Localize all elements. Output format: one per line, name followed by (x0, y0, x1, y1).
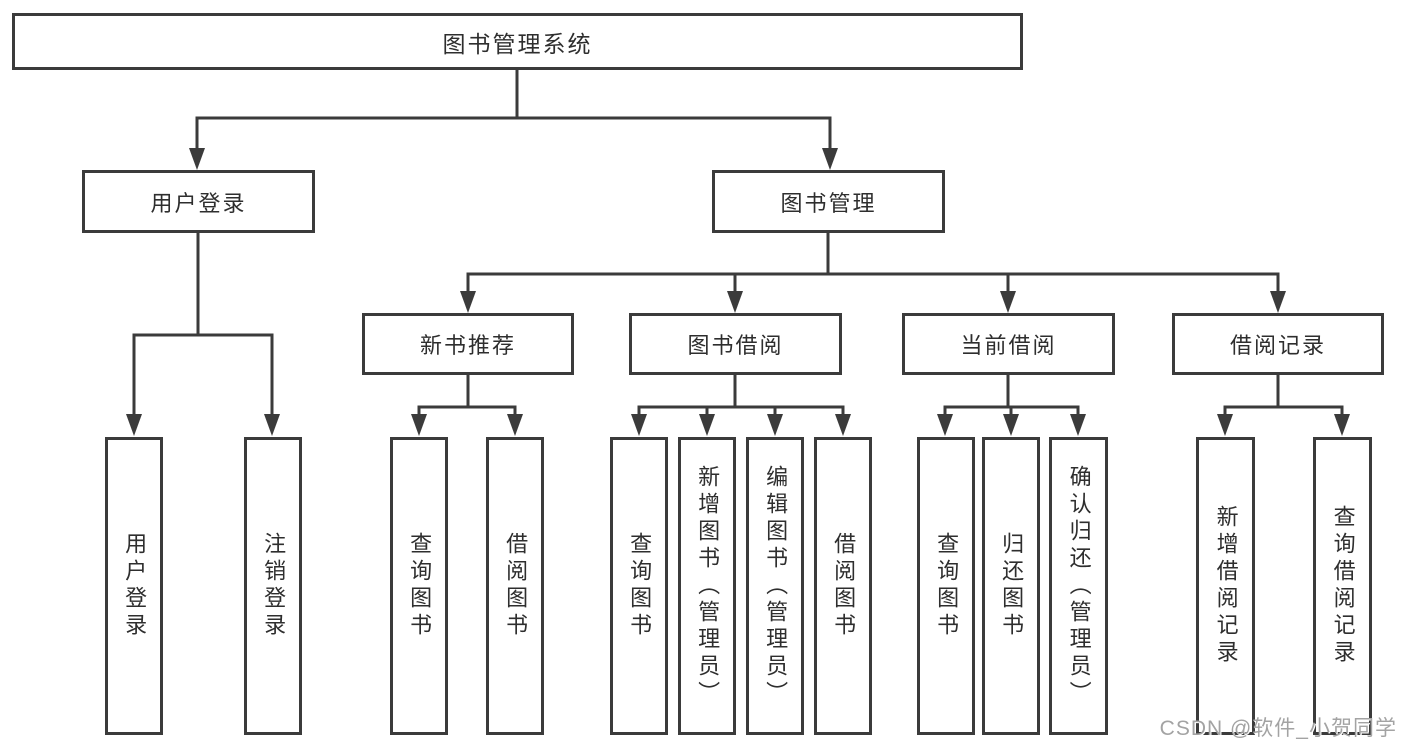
leaf-user-login: 用户登录 (105, 437, 163, 735)
connector-usermgmt-to-leaves (132, 231, 274, 418)
node-label: 归还图书 (999, 532, 1025, 640)
node-book-borrowing: 图书借阅 (629, 313, 842, 375)
node-user-login: 用户登录 (82, 170, 315, 233)
arrow-down-icon (767, 414, 783, 436)
node-label: 图书借阅 (687, 333, 784, 358)
arrow-down-icon (507, 414, 523, 436)
node-label: 新增借阅记录 (1213, 505, 1239, 667)
node-label: 查询借阅记录 (1330, 505, 1356, 667)
node-label: 借阅记录 (1229, 333, 1326, 358)
connector-bookmgmt-to-level3 (466, 231, 1280, 294)
leaf-logout: 注销登录 (244, 437, 302, 735)
arrow-down-icon (699, 414, 715, 436)
node-label: 图书管理系统 (442, 30, 593, 57)
node-label: 查询图书 (934, 532, 960, 640)
node-new-book-recommend: 新书推荐 (362, 313, 574, 375)
node-label: 新书推荐 (419, 333, 516, 358)
node-label: 新增图书（管理员） (695, 464, 721, 708)
arrow-down-icon (411, 414, 427, 436)
leaf-borrow-books: 借阅图书 (814, 437, 872, 735)
arrow-down-icon (460, 291, 476, 313)
arrow-down-icon (1003, 414, 1019, 436)
node-label: 用户登录 (122, 532, 148, 640)
leaf-query-books: 查询图书 (917, 437, 975, 735)
arrow-down-icon (264, 414, 280, 436)
arrow-down-icon (1000, 291, 1016, 313)
arrow-down-icon (835, 414, 851, 436)
node-label: 确认归还（管理员） (1066, 464, 1092, 708)
node-label: 注销登录 (261, 532, 287, 640)
leaf-borrow-books: 借阅图书 (486, 437, 544, 735)
arrow-down-icon (126, 414, 142, 436)
node-label: 编辑图书（管理员） (763, 464, 789, 708)
node-label: 图书管理 (780, 190, 877, 216)
leaf-confirm-return-admin: 确认归还（管理员） (1049, 437, 1108, 735)
connector-bookborrow-to-leaves (637, 373, 845, 418)
connector-newbook-to-leaves (417, 373, 517, 418)
node-label: 借阅图书 (503, 532, 529, 640)
node-borrowing-records: 借阅记录 (1172, 313, 1384, 375)
node-book-management: 图书管理 (712, 170, 945, 233)
arrow-down-icon (1334, 414, 1350, 436)
leaf-add-books-admin: 新增图书（管理员） (678, 437, 736, 735)
connector-currentborrow-to-leaves (943, 373, 1080, 418)
arrow-down-icon (1270, 291, 1286, 313)
leaf-edit-books-admin: 编辑图书（管理员） (746, 437, 804, 735)
leaf-return-books: 归还图书 (982, 437, 1040, 735)
arrow-down-icon (631, 414, 647, 436)
arrow-down-icon (822, 148, 838, 170)
node-library-system: 图书管理系统 (12, 13, 1023, 70)
arrow-down-icon (727, 291, 743, 313)
leaf-query-books: 查询图书 (390, 437, 448, 735)
arrow-down-icon (1217, 414, 1233, 436)
node-label: 查询图书 (407, 532, 433, 640)
node-label: 借阅图书 (831, 532, 857, 640)
arrow-down-icon (937, 414, 953, 436)
leaf-query-books: 查询图书 (610, 437, 668, 735)
arrow-down-icon (1070, 414, 1086, 436)
connector-root-to-level2 (195, 69, 832, 150)
node-label: 当前借阅 (960, 333, 1057, 358)
node-label: 用户登录 (150, 190, 247, 216)
leaf-add-borrow-record: 新增借阅记录 (1196, 437, 1255, 735)
node-current-borrowing: 当前借阅 (902, 313, 1115, 375)
leaf-query-borrow-record: 查询借阅记录 (1313, 437, 1372, 735)
connector-borrowrecord-to-leaves (1223, 373, 1344, 418)
node-label: 查询图书 (627, 532, 653, 640)
arrow-down-icon (189, 148, 205, 170)
